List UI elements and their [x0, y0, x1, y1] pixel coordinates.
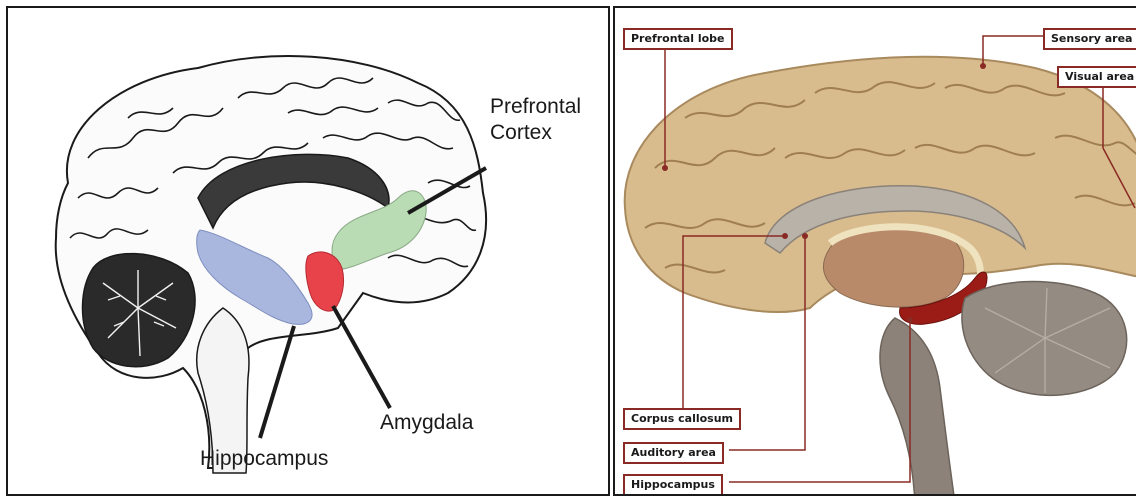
sensory-area-callout: Sensory area	[1043, 28, 1136, 50]
corpus-callosum-callout: Corpus callosum	[623, 408, 741, 430]
hippocampus-pointer-line	[260, 326, 294, 438]
right-brainstem	[880, 318, 955, 496]
amygdala-pointer-line	[333, 306, 390, 408]
prefrontal-label: Prefrontal Cortex	[490, 94, 581, 146]
hippocampus-label: Hippocampus	[200, 446, 328, 472]
amygdala-label: Amygdala	[380, 410, 473, 436]
visual-area-callout: Visual area	[1057, 66, 1136, 88]
right-brain-panel: Prefrontal lobe Sensory area Visual area…	[613, 6, 1136, 496]
left-brain-illustration	[8, 8, 610, 496]
left-brain-panel: Prefrontal Cortex Amygdala Hippocampus	[6, 6, 610, 496]
prefrontal-lobe-callout: Prefrontal lobe	[623, 28, 733, 50]
prefrontal-label-line1: Prefrontal	[490, 94, 581, 120]
right-cerebellum	[962, 282, 1127, 396]
prefrontal-label-line2: Cortex	[490, 120, 581, 146]
hippocampus-callout: Hippocampus	[623, 474, 723, 496]
auditory-area-callout: Auditory area	[623, 442, 724, 464]
